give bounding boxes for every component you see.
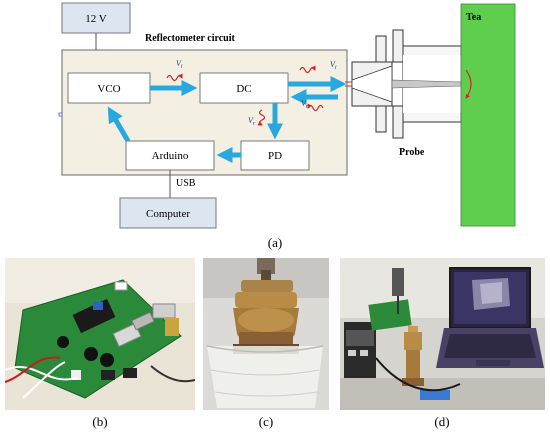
- dc-label: DC: [236, 83, 251, 95]
- vco-box: [67, 72, 151, 104]
- wave-dc-in: [307, 103, 324, 112]
- computer-label: Computer: [146, 208, 190, 220]
- dc-box: [199, 72, 289, 104]
- probe-label: Probe: [399, 147, 425, 158]
- caption-b: (b): [92, 414, 108, 429]
- tea-block: [460, 3, 516, 227]
- panel-a-diagram: 12 V Reflectometer circuit VCO DC PD Ard…: [58, 2, 516, 250]
- wave-dc-pd: [257, 109, 266, 126]
- usb-label: USB: [176, 178, 196, 189]
- edge-marker: [58, 112, 63, 117]
- pd-label: PD: [268, 150, 282, 162]
- label-vr-out: Vr: [301, 99, 309, 110]
- photo-d-full-setup: [340, 258, 545, 410]
- arrow-arduino-to-vco: [107, 106, 131, 143]
- vco-label: VCO: [97, 83, 120, 95]
- label-vr-dc: Vr: [248, 116, 256, 127]
- power-supply-label: 12 V: [85, 13, 107, 25]
- caption-c: (c): [258, 414, 274, 429]
- power-supply-box: [61, 2, 131, 34]
- photo-c-probe-in-tea: [203, 258, 329, 410]
- wave-vco-dc: [166, 73, 183, 82]
- circuit-title: Reflectometer circuit: [145, 33, 236, 44]
- tea-reflection-arrow: [465, 69, 472, 99]
- label-vi-out: Vi: [330, 60, 337, 71]
- label-vi-main: Vi: [176, 59, 183, 70]
- probe-drawing: [345, 29, 462, 139]
- computer-box: [119, 197, 217, 229]
- caption-a: (a): [268, 235, 282, 250]
- tea-label: Tea: [466, 12, 481, 23]
- arduino-box: [125, 140, 215, 171]
- caption-d: (d): [434, 414, 450, 429]
- arduino-label: Arduino: [152, 150, 189, 162]
- wave-dc-out: [299, 65, 316, 74]
- photo-b-circuit-board: [5, 258, 195, 410]
